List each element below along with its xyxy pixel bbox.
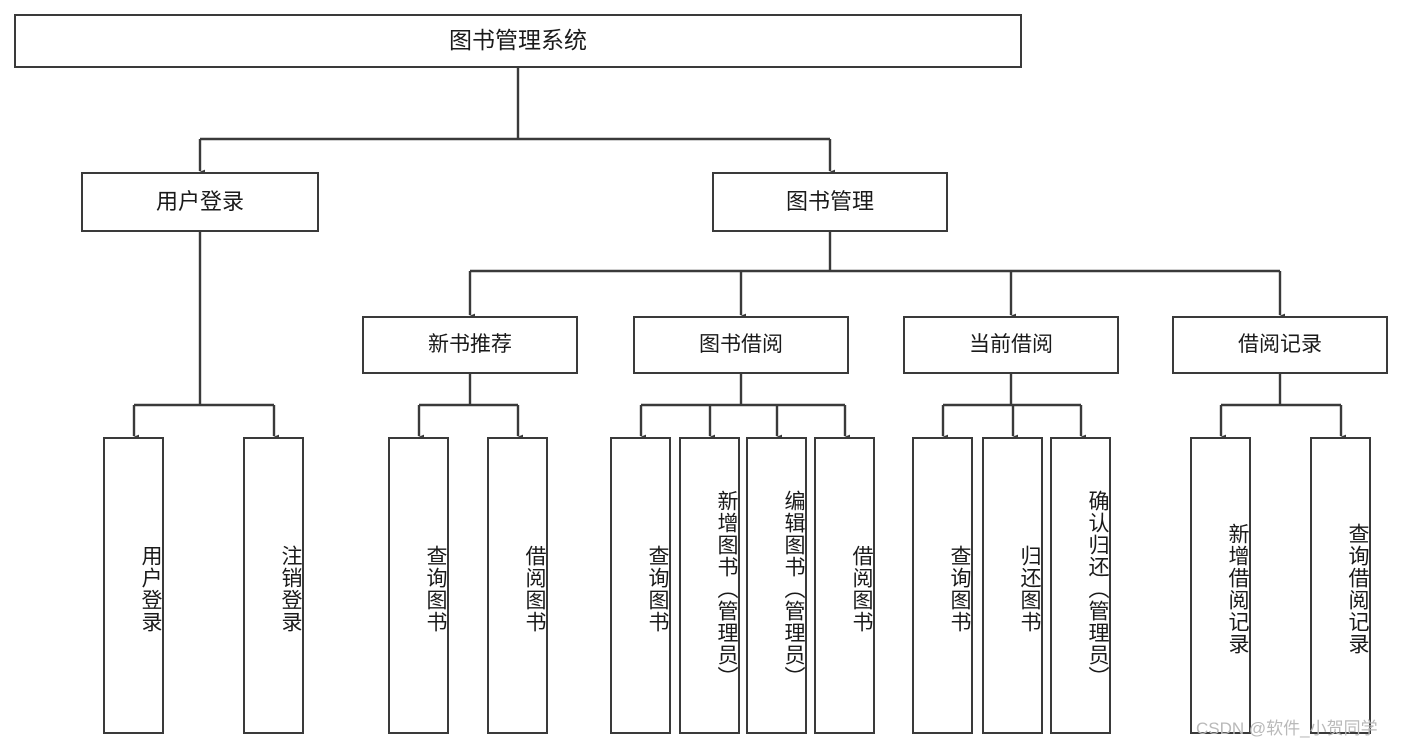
- node-leaf-return-book[interactable]: 归还图书: [982, 437, 1043, 734]
- node-label: 编辑图书（管理员）: [782, 489, 805, 688]
- node-leaf-user-login[interactable]: 用户登录: [103, 437, 164, 734]
- node-label: 图书管理: [785, 189, 874, 215]
- node-label: 查询图书: [948, 544, 971, 633]
- node-label: 新书推荐: [428, 332, 512, 356]
- node-leaf-add-book[interactable]: 新增图书（管理员）: [679, 437, 740, 734]
- node-label: 查询图书: [646, 544, 669, 633]
- node-book-borrow[interactable]: 图书借阅: [633, 316, 849, 374]
- node-label: 用户登录: [155, 189, 244, 215]
- node-leaf-query-record[interactable]: 查询借阅记录: [1310, 437, 1371, 734]
- node-label: 当前借阅: [969, 332, 1053, 356]
- node-leaf-borrow-book-1[interactable]: 借阅图书: [487, 437, 548, 734]
- node-user-login[interactable]: 用户登录: [81, 172, 319, 232]
- node-leaf-query-book-3[interactable]: 查询图书: [912, 437, 973, 734]
- node-label: 借阅图书: [850, 544, 873, 633]
- node-label: 确认归还（管理员）: [1086, 489, 1109, 688]
- node-new-book-rec[interactable]: 新书推荐: [362, 316, 578, 374]
- node-label: 查询借阅记录: [1346, 522, 1369, 655]
- edge-paths: [128, 68, 1347, 444]
- node-leaf-query-book-2[interactable]: 查询图书: [610, 437, 671, 734]
- node-label: 图书管理系统: [449, 27, 587, 54]
- node-label: 查询图书: [424, 544, 447, 633]
- node-root[interactable]: 图书管理系统: [14, 14, 1022, 68]
- node-leaf-edit-book[interactable]: 编辑图书（管理员）: [746, 437, 807, 734]
- node-leaf-borrow-book-2[interactable]: 借阅图书: [814, 437, 875, 734]
- node-label: 用户登录: [139, 544, 162, 633]
- node-leaf-add-record[interactable]: 新增借阅记录: [1190, 437, 1251, 734]
- node-label: 归还图书: [1018, 544, 1041, 633]
- node-label: 新增借阅记录: [1226, 522, 1249, 655]
- node-leaf-logout[interactable]: 注销登录: [243, 437, 304, 734]
- node-label: 新增图书（管理员）: [715, 489, 738, 688]
- node-label: 借阅图书: [523, 544, 546, 633]
- node-label: 图书借阅: [699, 332, 783, 356]
- node-label: 借阅记录: [1238, 332, 1322, 356]
- node-current-borrow[interactable]: 当前借阅: [903, 316, 1119, 374]
- node-leaf-query-book-1[interactable]: 查询图书: [388, 437, 449, 734]
- node-label: 注销登录: [279, 544, 302, 633]
- node-book-mgmt[interactable]: 图书管理: [712, 172, 948, 232]
- node-borrow-record[interactable]: 借阅记录: [1172, 316, 1388, 374]
- node-leaf-confirm-return[interactable]: 确认归还（管理员）: [1050, 437, 1111, 734]
